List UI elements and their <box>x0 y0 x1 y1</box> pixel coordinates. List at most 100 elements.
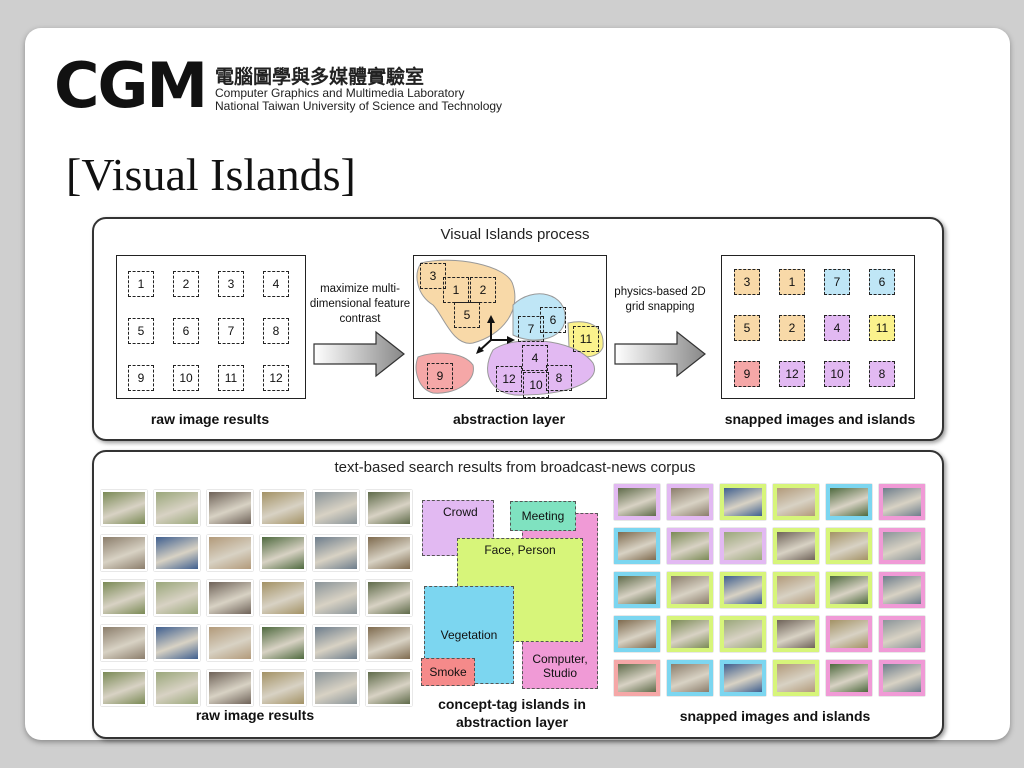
number-cell: 7 <box>824 269 850 295</box>
image-thumbnail <box>720 572 766 608</box>
image-thumbnail <box>826 616 872 652</box>
slide-title: [Visual Islands] <box>66 149 356 200</box>
number-cell: 5 <box>128 318 154 344</box>
image-thumbnail <box>154 625 200 661</box>
number-cell: 2 <box>779 315 805 341</box>
image-thumbnail <box>879 660 925 696</box>
image-thumbnail <box>773 572 819 608</box>
image-thumbnail <box>879 484 925 520</box>
image-thumbnail <box>260 580 306 616</box>
number-cell: 9 <box>128 365 154 391</box>
number-cell: 10 <box>523 372 549 398</box>
image-thumbnail <box>154 670 200 706</box>
image-thumbnail <box>313 490 359 526</box>
image-thumbnail <box>260 490 306 526</box>
image-thumbnail <box>667 572 713 608</box>
lab-name-english: Computer Graphics and Multimedia Laborat… <box>215 86 465 100</box>
image-thumbnail <box>667 660 713 696</box>
image-thumbnail <box>154 490 200 526</box>
number-cell: 3 <box>420 263 446 289</box>
image-thumbnail <box>207 670 253 706</box>
image-thumbnail <box>667 484 713 520</box>
tag-computer-line1: Computer, <box>532 652 588 666</box>
image-thumbnail <box>154 580 200 616</box>
image-thumbnail <box>260 625 306 661</box>
number-cell: 6 <box>173 318 199 344</box>
image-thumbnail <box>667 616 713 652</box>
number-cell: 8 <box>869 361 895 387</box>
image-thumbnail <box>614 528 660 564</box>
number-cell: 6 <box>540 307 566 333</box>
number-cell: 11 <box>869 315 895 341</box>
tag-meeting: Meeting <box>510 501 576 531</box>
university-name: National Taiwan University of Science an… <box>215 99 503 113</box>
number-cell: 2 <box>470 277 496 303</box>
image-thumbnail <box>366 580 412 616</box>
number-cell: 1 <box>128 271 154 297</box>
snapped-label: snapped images and islands <box>724 411 916 427</box>
cgm-logo: CGM <box>54 49 208 122</box>
image-thumbnail <box>720 528 766 564</box>
image-thumbnail <box>826 572 872 608</box>
image-thumbnail <box>614 616 660 652</box>
image-thumbnail <box>154 535 200 571</box>
image-thumbnail <box>366 535 412 571</box>
number-cell: 5 <box>454 302 480 328</box>
image-thumbnail <box>101 535 147 571</box>
lab-name-chinese: 電腦圖學與多媒體實驗室 <box>215 66 425 88</box>
image-thumbnail <box>207 625 253 661</box>
image-thumbnail <box>366 670 412 706</box>
image-thumbnail <box>614 660 660 696</box>
image-thumbnail <box>366 490 412 526</box>
arrow1-icon <box>313 330 405 378</box>
number-cell: 9 <box>427 363 453 389</box>
image-thumbnail <box>879 572 925 608</box>
number-cell: 7 <box>218 318 244 344</box>
number-cell: 3 <box>734 269 760 295</box>
number-cell: 9 <box>734 361 760 387</box>
number-cell: 12 <box>496 366 522 392</box>
number-cell: 2 <box>173 271 199 297</box>
abstraction-islands <box>415 259 604 396</box>
number-cell: 11 <box>573 326 599 352</box>
arrow2-icon <box>614 330 706 378</box>
image-thumbnail <box>101 625 147 661</box>
image-thumbnail <box>720 660 766 696</box>
image-thumbnail <box>879 616 925 652</box>
image-thumbnail <box>826 660 872 696</box>
image-thumbnail <box>826 484 872 520</box>
image-thumbnail <box>720 616 766 652</box>
results-title: text-based search results from broadcast… <box>334 459 696 476</box>
number-cell: 5 <box>734 315 760 341</box>
tag-smoke: Smoke <box>421 658 475 686</box>
number-cell: 12 <box>263 365 289 391</box>
number-cell: 11 <box>218 365 244 391</box>
image-thumbnail <box>313 535 359 571</box>
image-thumbnail <box>773 660 819 696</box>
image-thumbnail <box>101 580 147 616</box>
raw-results-label: raw image results <box>195 707 315 723</box>
image-thumbnail <box>313 580 359 616</box>
image-thumbnail <box>879 528 925 564</box>
image-thumbnail <box>260 670 306 706</box>
number-cell: 4 <box>522 345 548 371</box>
number-cell: 1 <box>779 269 805 295</box>
concept-label-2: abstraction layer <box>455 714 569 730</box>
image-thumbnail <box>720 484 766 520</box>
raw-label: raw image results <box>150 411 270 427</box>
raw-grid-box <box>116 255 306 399</box>
number-cell: 3 <box>218 271 244 297</box>
image-thumbnail <box>207 490 253 526</box>
image-thumbnail <box>667 528 713 564</box>
image-thumbnail <box>207 580 253 616</box>
process-title: Visual Islands process <box>440 226 590 243</box>
image-thumbnail <box>826 528 872 564</box>
tag-computer-line2: Studio <box>542 666 577 680</box>
image-thumbnail <box>101 670 147 706</box>
image-thumbnail <box>207 535 253 571</box>
number-cell: 12 <box>779 361 805 387</box>
abstraction-label: abstraction layer <box>452 411 566 427</box>
number-cell: 4 <box>824 315 850 341</box>
number-cell: 7 <box>518 316 544 342</box>
image-thumbnail <box>260 535 306 571</box>
